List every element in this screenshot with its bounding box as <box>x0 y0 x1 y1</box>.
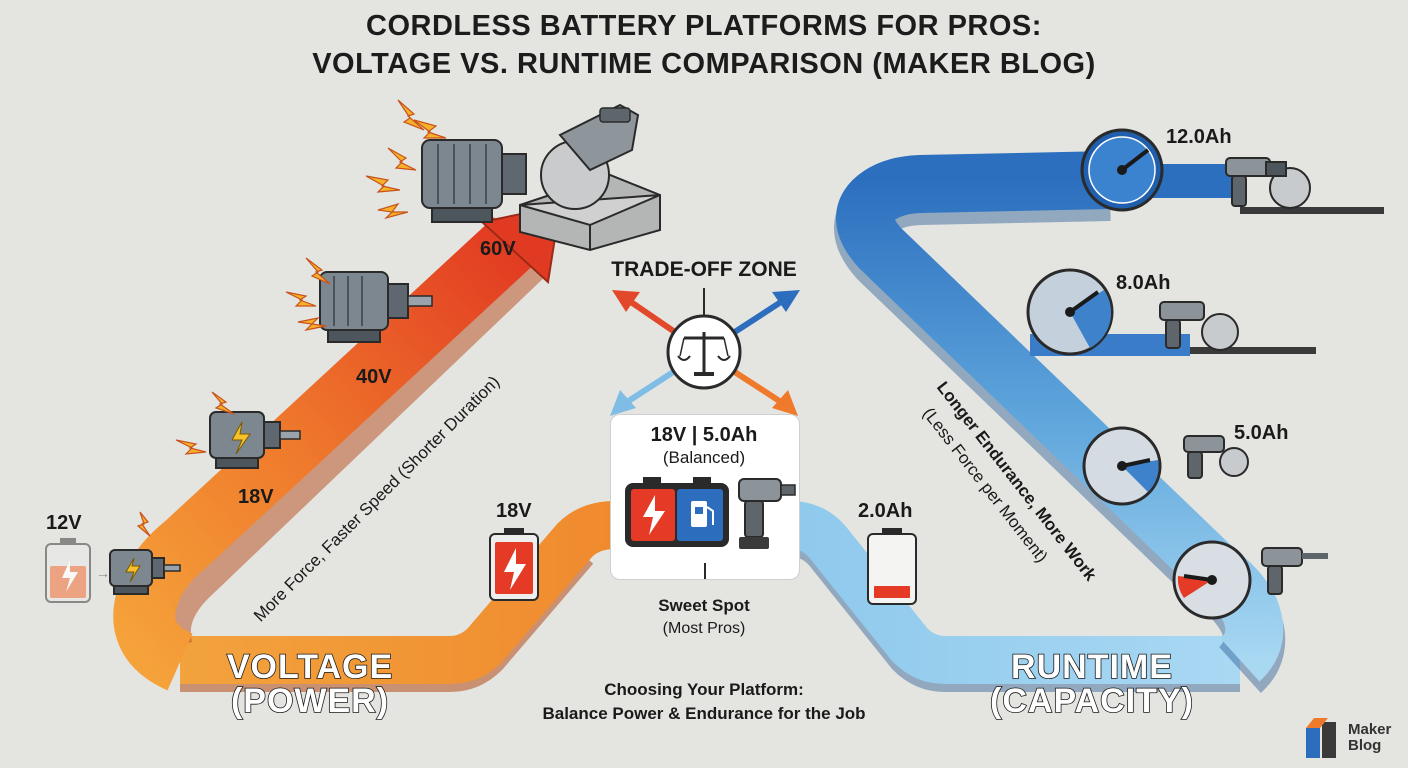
battery-icon <box>867 528 917 605</box>
watermark-text: Maker Blog <box>1348 722 1391 754</box>
voltage-ribbon <box>113 204 616 692</box>
balanced-note: (Balanced) <box>662 448 746 467</box>
motor-icon <box>209 411 301 469</box>
saw-tool-icon <box>1183 435 1249 479</box>
angle-grinder-icon <box>1225 157 1311 209</box>
runtime-heading: RUNTIME <box>1010 648 1173 686</box>
sweet-spot-label: Sweet Spot <box>658 596 750 615</box>
capacity-5ah: 5.0Ah <box>1234 422 1289 444</box>
capacity-12ah: 12.0Ah <box>1166 126 1232 148</box>
battery-icon <box>489 528 539 601</box>
voltage-level-18v: 18V <box>238 486 274 508</box>
footer-line1: Choosing Your Platform: <box>604 680 804 699</box>
footer-line2: Balance Power & Endurance for the Job <box>542 704 866 723</box>
page-title-line2: VOLTAGE VS. RUNTIME COMPARISON (MAKER BL… <box>312 48 1096 80</box>
gauge-icon <box>1026 268 1114 356</box>
drill-icon <box>1261 547 1328 595</box>
miter-saw-icon <box>519 103 661 252</box>
voltage-level-12v: 12V <box>46 512 82 534</box>
voltage-level-40v: 40V <box>356 366 392 388</box>
voltage-level-60v: 60V <box>480 238 516 260</box>
maker-blog-logo <box>1306 718 1336 758</box>
balance-scale-icon <box>666 314 742 390</box>
motor-icon <box>421 139 527 223</box>
page-title-line1: CORDLESS BATTERY PLATFORMS FOR PROS: <box>366 10 1042 42</box>
gauge-icon <box>1080 128 1164 212</box>
motor-icon <box>319 271 433 343</box>
balanced-spec: 18V | 5.0Ah <box>650 424 758 446</box>
capacity-2ah: 2.0Ah <box>858 500 913 522</box>
battery-icon <box>45 538 91 603</box>
balanced-card <box>610 414 800 580</box>
spark-icon <box>136 99 447 537</box>
capacity-8ah: 8.0Ah <box>1116 272 1171 294</box>
angle-grinder-icon <box>1159 301 1239 351</box>
gauge-icon <box>1082 426 1162 506</box>
watermark-line2: Blog <box>1348 737 1382 754</box>
tradeoff-arrows <box>610 288 800 416</box>
tradeoff-zone-label: TRADE-OFF ZONE <box>611 258 797 281</box>
drill-icon <box>738 478 796 549</box>
arrow-icon: → <box>96 565 110 581</box>
voltage-heading: VOLTAGE <box>226 648 394 686</box>
battery-18v-label: 18V <box>496 500 532 522</box>
voltage-subheading: (POWER) <box>230 682 390 720</box>
battery-icon <box>625 477 729 547</box>
watermark-line1: Maker <box>1348 721 1392 738</box>
balanced-icons <box>625 477 796 579</box>
motor-icon <box>109 549 181 595</box>
sweet-spot-note: (Most Pros) <box>662 620 746 637</box>
runtime-subheading: (CAPACITY) <box>989 682 1194 720</box>
gauge-icon <box>1172 540 1252 620</box>
